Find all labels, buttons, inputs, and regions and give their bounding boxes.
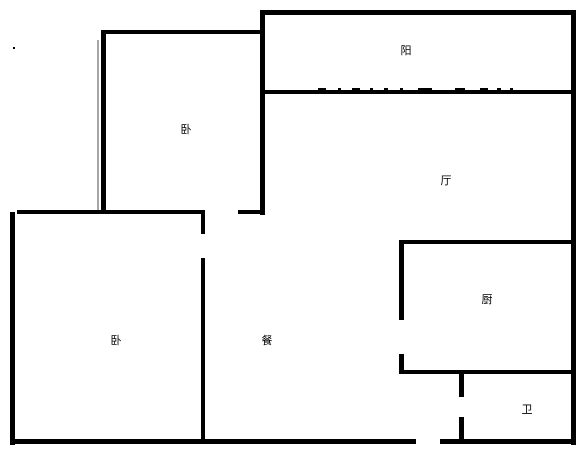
- room-label-balcony: 阳: [401, 44, 412, 57]
- room-label-bedroom-upper: 卧: [181, 123, 192, 136]
- wall-balcony-top: [260, 10, 576, 15]
- railing-mark: [510, 88, 513, 94]
- room-label-dining: 餐: [262, 333, 273, 347]
- wall-mid-horizontal-left: [17, 210, 205, 214]
- railing-mark: [455, 88, 465, 91]
- wall-kitchen-bottom: [399, 370, 576, 374]
- wall-upper-bedroom-left-shade: [97, 40, 99, 210]
- railing-mark: [497, 88, 501, 94]
- stray-mark: [13, 47, 15, 49]
- wall-kitchen-left-lower: [399, 354, 404, 374]
- wall-kitchen-left-upper: [399, 240, 404, 320]
- walls: [10, 10, 576, 445]
- wall-bedroom-dining-top: [201, 212, 205, 234]
- wall-bedroom-dining: [201, 258, 205, 444]
- railing-mark: [338, 88, 341, 94]
- wall-bottom-left: [10, 439, 416, 444]
- wall-left-outer: [10, 212, 15, 445]
- railing-mark: [370, 88, 373, 94]
- room-labels: 阳 卧 厅 厨 卧 餐 卫: [111, 44, 533, 416]
- wall-kitchen-top: [399, 240, 576, 244]
- room-label-bathroom: 卫: [522, 403, 533, 416]
- wall-upper-bedroom-top: [101, 30, 265, 34]
- room-label-bedroom-lower: 卧: [111, 334, 122, 347]
- room-label-kitchen: 厨: [482, 293, 493, 306]
- wall-balcony-left: [260, 10, 265, 215]
- railing-mark: [400, 88, 403, 94]
- wall-upper-bedroom-left: [101, 30, 106, 214]
- balcony-railing-marks: [318, 88, 513, 94]
- railing-mark: [418, 88, 432, 91]
- wall-right-outer: [571, 10, 576, 445]
- wall-bathroom-left-upper: [459, 374, 464, 397]
- railing-mark: [352, 88, 360, 91]
- railing-mark: [318, 88, 326, 91]
- room-label-living-room: 厅: [441, 174, 452, 187]
- wall-balcony-bottom: [260, 90, 576, 94]
- wall-bathroom-left-lower: [459, 417, 464, 444]
- railing-mark: [480, 88, 488, 91]
- railing-mark: [384, 88, 388, 94]
- wall-mid-horizontal-right: [238, 210, 265, 214]
- wall-bottom-right: [440, 439, 576, 444]
